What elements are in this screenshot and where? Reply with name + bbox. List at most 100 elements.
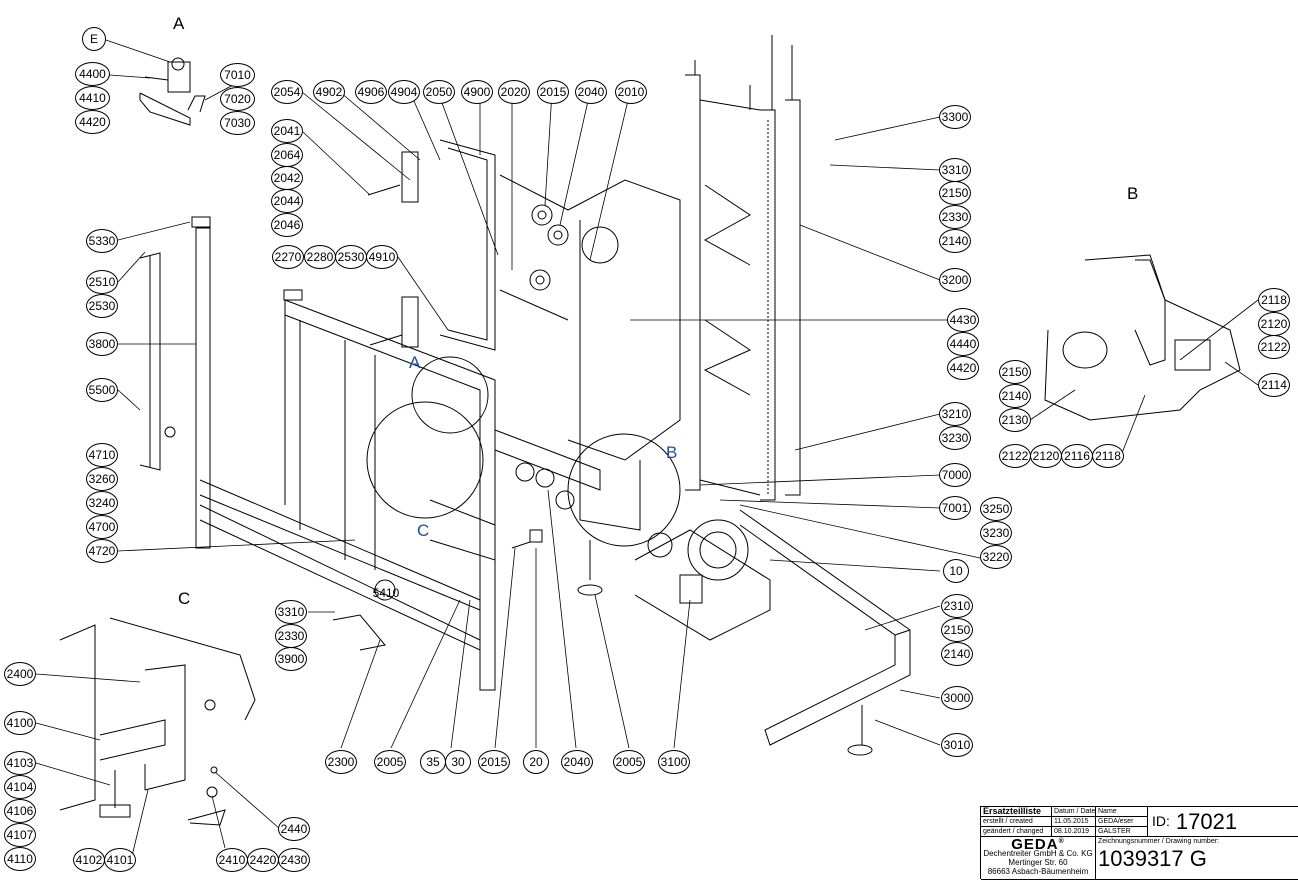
balloon-3250[interactable]: 3250	[980, 497, 1012, 521]
balloon-2330[interactable]: 2330	[939, 205, 971, 229]
balloon-4101[interactable]: 4101	[104, 848, 136, 872]
balloon-3300[interactable]: 3300	[939, 105, 971, 129]
balloon-3310-b[interactable]: 3310	[275, 600, 307, 624]
balloon-3900[interactable]: 3900	[275, 647, 307, 671]
balloon-2120-b[interactable]: 2120	[1030, 444, 1062, 468]
balloon-2122-b[interactable]: 2122	[999, 444, 1031, 468]
balloon-4904[interactable]: 4904	[388, 80, 420, 104]
balloon-2150-c[interactable]: 2150	[941, 618, 973, 642]
detail-c-part	[59, 617, 256, 826]
balloon-2140-c[interactable]: 2140	[941, 642, 973, 666]
balloon-e[interactable]: E	[82, 27, 106, 51]
balloon-3210[interactable]: 3210	[939, 402, 971, 426]
balloon-4720[interactable]: 4720	[86, 539, 118, 563]
balloon-3000[interactable]: 3000	[941, 686, 973, 710]
balloon-3230-b[interactable]: 3230	[980, 521, 1012, 545]
balloon-2140[interactable]: 2140	[939, 229, 971, 253]
drawing-number: 1039317 G	[1098, 846, 1207, 871]
balloon-2400[interactable]: 2400	[4, 662, 36, 686]
balloon-5410[interactable]: 5410	[372, 586, 400, 600]
balloon-2150-b[interactable]: 2150	[999, 360, 1031, 384]
balloon-2005-b[interactable]: 2005	[613, 750, 645, 774]
balloon-2116[interactable]: 2116	[1061, 444, 1093, 468]
balloon-2430[interactable]: 2430	[278, 848, 310, 872]
balloon-2118-b[interactable]: 2118	[1092, 444, 1124, 468]
balloon-3240[interactable]: 3240	[86, 491, 118, 515]
balloon-2040[interactable]: 2040	[575, 80, 607, 104]
balloon-4103[interactable]: 4103	[4, 751, 36, 775]
balloon-3200[interactable]: 3200	[939, 268, 971, 292]
balloon-2120[interactable]: 2120	[1258, 312, 1290, 336]
balloon-2114[interactable]: 2114	[1258, 373, 1290, 397]
balloon-4420[interactable]: 4420	[75, 110, 110, 134]
balloon-2050[interactable]: 2050	[423, 80, 455, 104]
balloon-2041[interactable]: 2041	[271, 119, 303, 143]
balloon-4906[interactable]: 4906	[355, 80, 387, 104]
balloon-4902[interactable]: 4902	[313, 80, 345, 104]
balloon-4440[interactable]: 4440	[947, 332, 979, 356]
balloon-4910[interactable]: 4910	[366, 245, 398, 269]
balloon-10[interactable]: 10	[943, 559, 969, 583]
balloon-2046[interactable]: 2046	[271, 213, 303, 237]
balloon-2270[interactable]: 2270	[272, 245, 304, 269]
balloon-2440[interactable]: 2440	[278, 817, 310, 841]
balloon-4104[interactable]: 4104	[4, 775, 36, 799]
balloon-20[interactable]: 20	[523, 750, 549, 774]
balloon-2410[interactable]: 2410	[216, 848, 248, 872]
balloon-4420[interactable]: 4420	[947, 356, 979, 380]
balloon-2015-b[interactable]: 2015	[478, 750, 510, 774]
balloon-7000[interactable]: 7000	[939, 463, 971, 487]
balloon-2140-b[interactable]: 2140	[999, 384, 1031, 408]
balloon-4110[interactable]: 4110	[4, 847, 36, 871]
balloon-2420[interactable]: 2420	[247, 848, 279, 872]
balloon-4710[interactable]: 4710	[86, 443, 118, 467]
balloon-2015[interactable]: 2015	[537, 80, 569, 104]
balloon-2020[interactable]: 2020	[498, 80, 530, 104]
balloon-3230[interactable]: 3230	[939, 426, 971, 450]
balloon-4100[interactable]: 4100	[4, 711, 36, 735]
balloon-2330-b[interactable]: 2330	[275, 624, 307, 648]
balloon-2005[interactable]: 2005	[374, 750, 406, 774]
balloon-2510[interactable]: 2510	[86, 270, 118, 294]
balloon-2122[interactable]: 2122	[1258, 335, 1290, 359]
balloon-4106[interactable]: 4106	[4, 799, 36, 823]
balloon-2280[interactable]: 2280	[304, 245, 336, 269]
detail-b-part	[1044, 254, 1241, 421]
balloon-2040-b[interactable]: 2040	[561, 750, 593, 774]
balloon-2054[interactable]: 2054	[271, 80, 303, 104]
balloon-2064[interactable]: 2064	[271, 143, 303, 167]
balloon-4107[interactable]: 4107	[4, 823, 36, 847]
balloon-4400[interactable]: 4400	[75, 62, 110, 86]
balloon-4430[interactable]: 4430	[947, 308, 979, 332]
balloon-7030[interactable]: 7030	[220, 111, 255, 135]
balloon-2310[interactable]: 2310	[941, 594, 973, 618]
balloon-3310[interactable]: 3310	[939, 158, 971, 182]
balloon-2010[interactable]: 2010	[615, 80, 647, 104]
detail-b-title: B	[1127, 184, 1139, 203]
balloon-3260[interactable]: 3260	[86, 467, 118, 491]
title-block-header: Ersatzteilliste	[981, 807, 1052, 817]
balloon-2042[interactable]: 2042	[271, 166, 303, 190]
balloon-30[interactable]: 30	[445, 750, 471, 774]
balloon-3100[interactable]: 3100	[658, 750, 690, 774]
balloon-7010[interactable]: 7010	[220, 63, 255, 87]
balloon-4900[interactable]: 4900	[461, 80, 493, 104]
balloon-2118[interactable]: 2118	[1258, 288, 1290, 312]
balloon-2130[interactable]: 2130	[999, 408, 1031, 432]
balloon-4410[interactable]: 4410	[75, 86, 110, 110]
balloon-35[interactable]: 35	[420, 750, 446, 774]
balloon-2150[interactable]: 2150	[939, 181, 971, 205]
balloon-7001[interactable]: 7001	[939, 496, 971, 520]
balloon-3800[interactable]: 3800	[86, 332, 118, 356]
balloon-4700[interactable]: 4700	[86, 515, 118, 539]
balloon-2300[interactable]: 2300	[325, 750, 357, 774]
balloon-2530[interactable]: 2530	[86, 294, 118, 318]
balloon-5330[interactable]: 5330	[86, 229, 118, 253]
balloon-5500[interactable]: 5500	[86, 378, 118, 402]
balloon-2530[interactable]: 2530	[335, 245, 367, 269]
balloon-3010[interactable]: 3010	[941, 733, 973, 757]
balloon-7020[interactable]: 7020	[220, 87, 255, 111]
balloon-2044[interactable]: 2044	[271, 189, 303, 213]
balloon-3220[interactable]: 3220	[980, 545, 1012, 569]
balloon-4102[interactable]: 4102	[73, 848, 105, 872]
